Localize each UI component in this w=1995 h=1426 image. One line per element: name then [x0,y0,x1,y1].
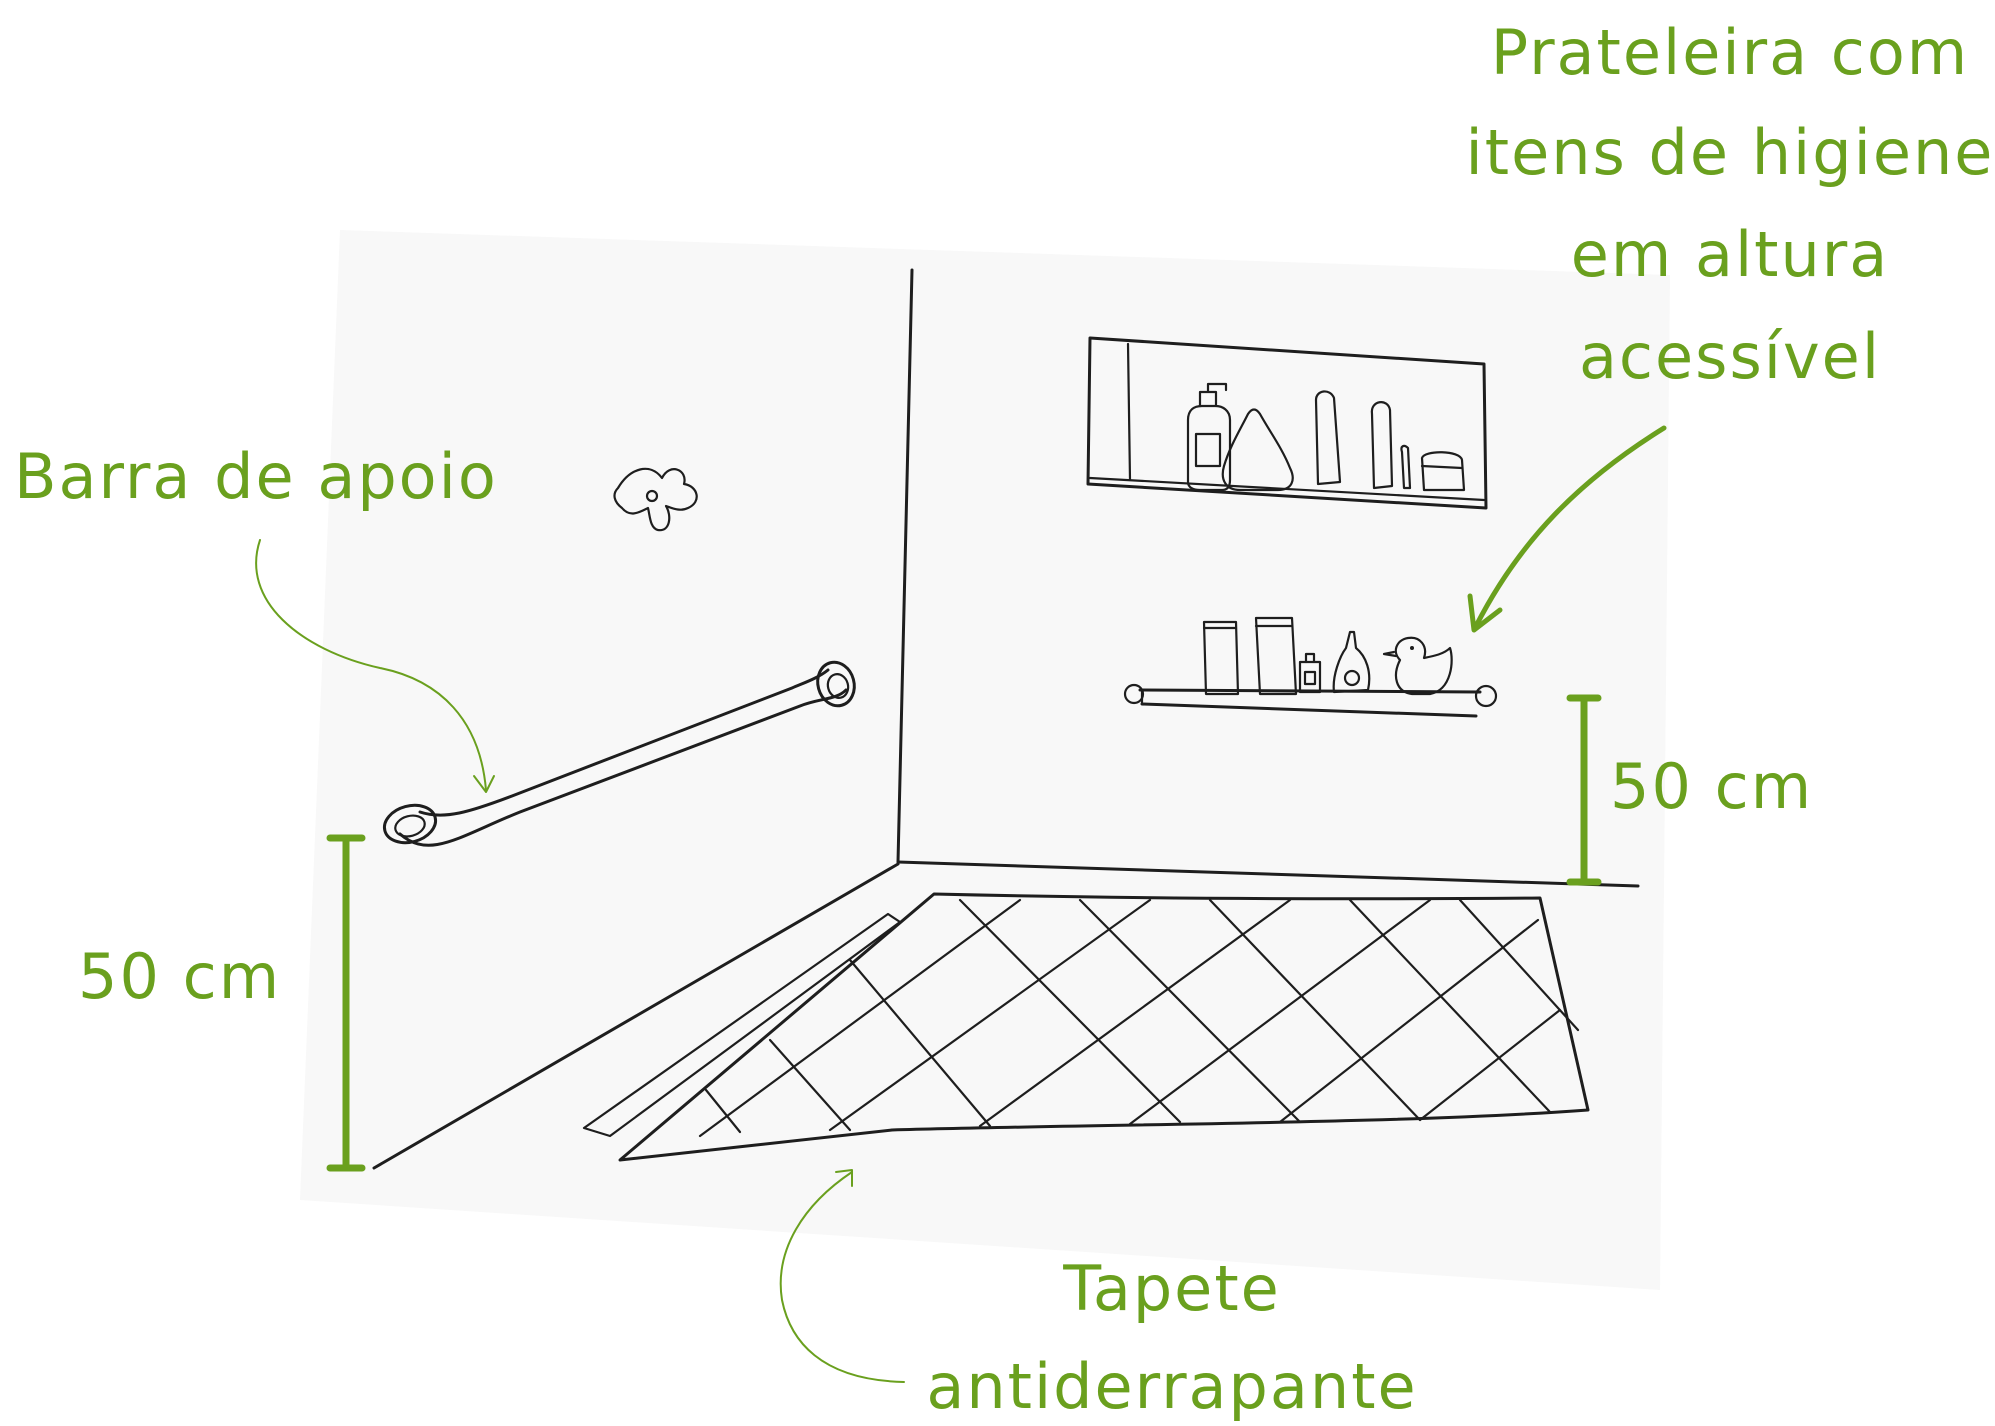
height-right-annotation: 50 cm [1566,694,1813,886]
shelf-label-line-1: Prateleira com [1491,16,1969,89]
height-left-label: 50 cm [78,940,281,1013]
shelf-label-line-2: itens de higiene [1466,116,1995,189]
room-outline [372,268,1640,1170]
mat-label-line-1: Tapete [1062,1252,1281,1325]
mat-grid-pattern [698,898,1580,1138]
mat-annotation: Tapete antiderrapante [779,1169,1417,1423]
shelf-label-line-4: acessível [1579,320,1881,393]
shelf-label-line-3: em altura [1571,218,1890,291]
grab-bar-label: Barra de apoio [14,440,498,513]
height-left-annotation: 50 cm [78,834,366,1172]
grab-bar-annotation: Barra de apoio [14,440,498,793]
shelf-annotation: Prateleira com itens de higiene em altur… [1466,16,1995,633]
niche-shelf-drawing [1086,336,1488,510]
non-slip-mat-drawing [582,892,1590,1162]
rubber-duck-icon [1382,636,1453,696]
height-right-label: 50 cm [1610,750,1813,823]
mat-label-line-2: antiderrapante [926,1350,1417,1423]
wall-background [300,230,1670,1290]
grab-bar-drawing [382,660,856,847]
floating-shelf-drawing [1123,616,1498,718]
faucet-icon [613,467,698,532]
